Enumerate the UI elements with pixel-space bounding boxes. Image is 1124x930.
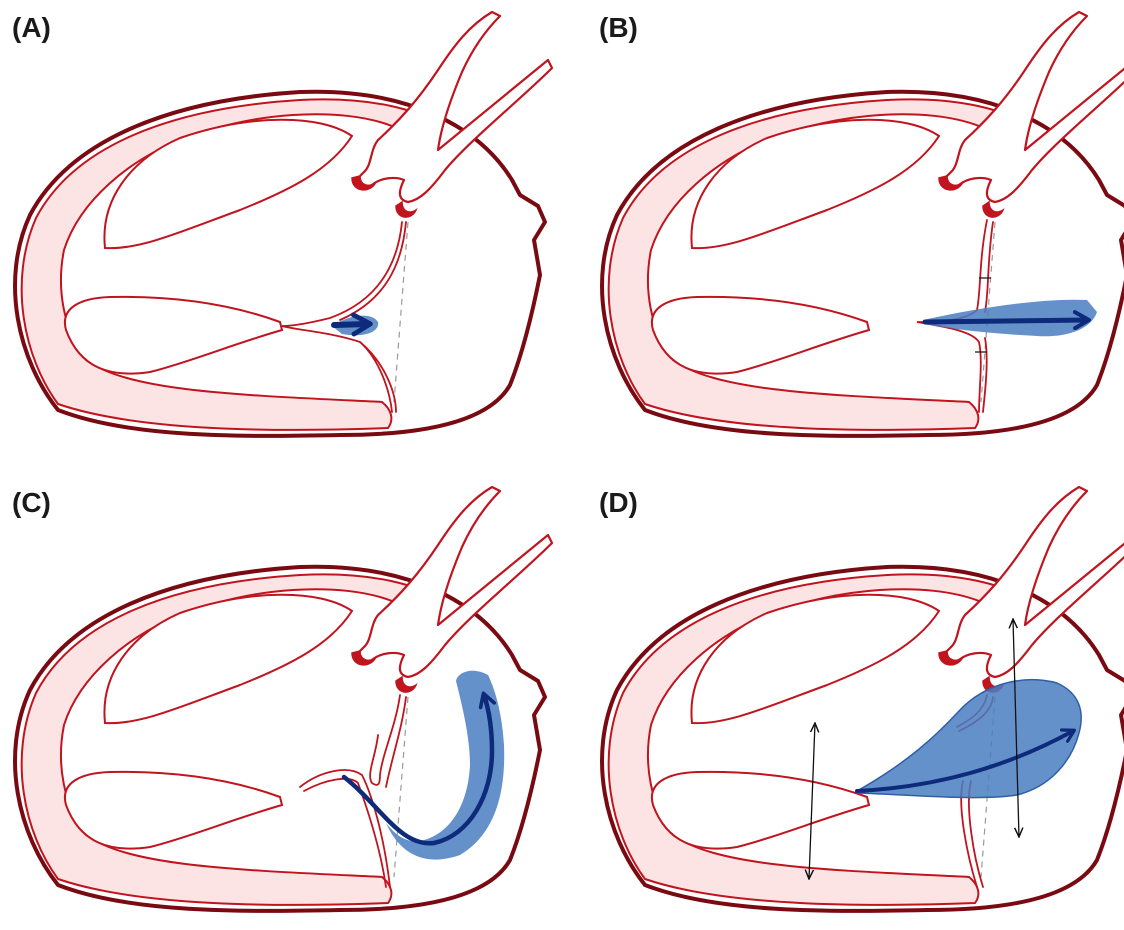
panel-label: (C) xyxy=(12,487,51,519)
heart-diagram xyxy=(587,475,1124,930)
heart-diagram xyxy=(587,0,1124,455)
panel-d: (D) xyxy=(587,475,1124,930)
panel-label: (D) xyxy=(599,487,638,519)
panel-b: (B) xyxy=(587,0,1124,455)
panel-label: (A) xyxy=(12,12,51,44)
panel-label: (B) xyxy=(599,12,638,44)
jet-arrow xyxy=(925,320,1087,322)
panel-c: (C) xyxy=(0,475,562,930)
jet-arrow xyxy=(334,324,368,325)
panel-a: (A) xyxy=(0,0,562,455)
heart-diagram xyxy=(0,0,562,455)
heart-diagram xyxy=(0,475,562,930)
